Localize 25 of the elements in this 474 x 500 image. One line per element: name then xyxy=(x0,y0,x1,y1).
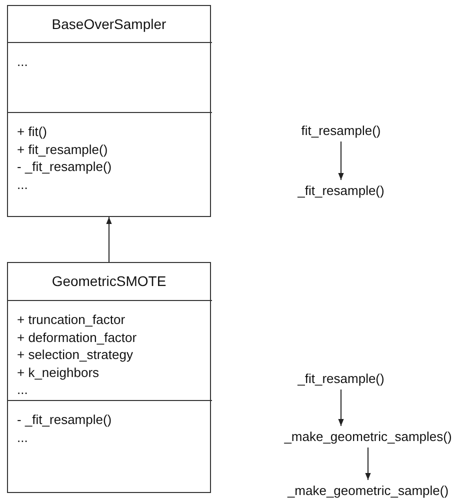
method-name: _fit_resample() xyxy=(298,370,384,388)
member-text: + truncation_factor xyxy=(17,311,126,328)
member-text: ... xyxy=(17,381,29,398)
class-box xyxy=(7,5,211,217)
member-text: + k_neighbors xyxy=(17,364,100,381)
method-name: fit_resample() xyxy=(301,122,381,140)
method-name: _make_geometric_samples() xyxy=(284,428,452,446)
member-text: ... xyxy=(17,428,29,446)
inheritance-arrow xyxy=(106,216,112,262)
call-arrow xyxy=(338,141,344,180)
method-name: _make_geometric_sample() xyxy=(287,482,449,500)
member-text: - _fit_resample() xyxy=(17,158,113,176)
member-text: - _fit_resample() xyxy=(17,411,113,428)
member-text: + fit_resample() xyxy=(17,140,109,158)
call-arrow xyxy=(365,447,371,480)
method-name: _fit_resample() xyxy=(298,182,384,200)
member-text: ... xyxy=(17,53,29,70)
member-text: + selection_strategy xyxy=(17,346,134,364)
class-name: BaseOverSampler xyxy=(50,16,168,32)
call-arrow xyxy=(338,389,344,426)
member-text: + deformation_factor xyxy=(17,328,138,346)
member-text: ... xyxy=(17,176,29,193)
class-name: GeometricSMOTE xyxy=(50,273,168,289)
member-text: + fit() xyxy=(17,123,48,140)
class-box xyxy=(7,262,211,493)
